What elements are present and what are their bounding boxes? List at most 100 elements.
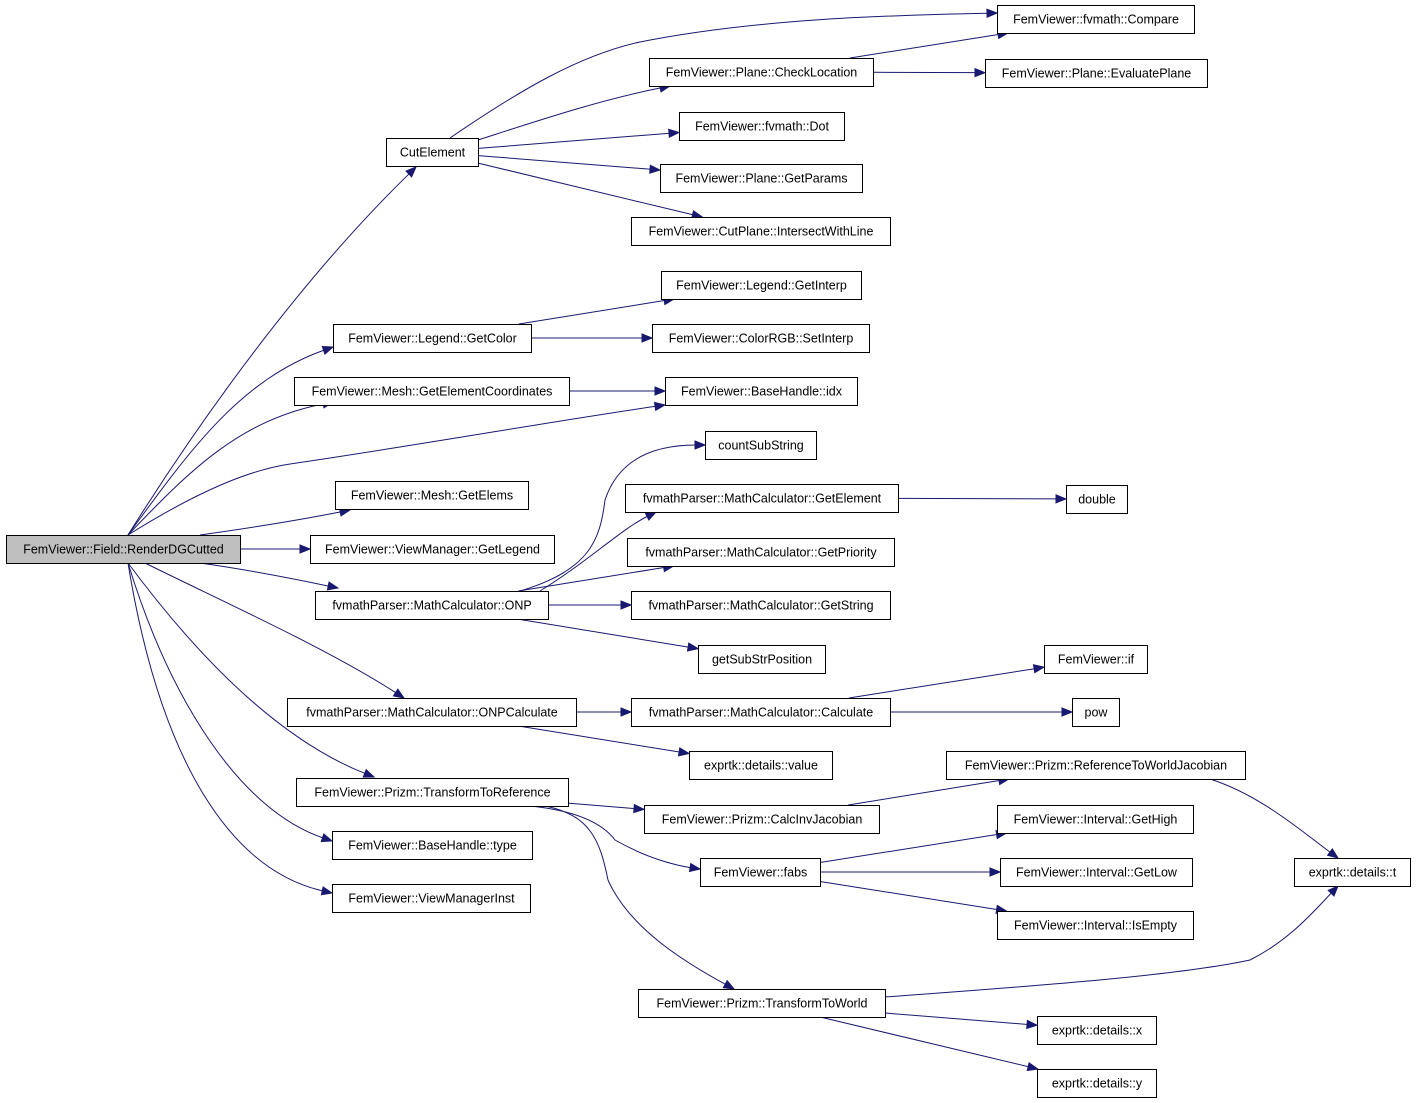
node-gleg[interactable]: FemViewer::ViewManager::GetLegend (310, 535, 555, 564)
node-box-css (705, 431, 817, 460)
edge-onpc-to-calc-arrowhead (620, 707, 633, 717)
node-label-onpc: fvmathParser::MathCalculator::ONPCalcula… (306, 706, 558, 720)
node-gcol[interactable]: FemViewer::Legend::GetColor (333, 324, 532, 353)
edge-calc-to-pow-arrowhead (1061, 707, 1074, 717)
node-box-dy (1037, 1069, 1157, 1098)
node-fabs[interactable]: FemViewer::fabs (700, 858, 821, 887)
node-dbl[interactable]: double (1066, 485, 1128, 514)
node-val[interactable]: exprtk::details::value (689, 751, 833, 780)
edge-mcge-to-dbl (897, 497, 1058, 500)
node-box-ghigh (997, 805, 1194, 834)
node-chk[interactable]: FemViewer::Plane::CheckLocation (649, 58, 874, 87)
node-gel[interactable]: FemViewer::Mesh::GetElems (335, 481, 529, 510)
edge-root-to-gcol (127, 349, 325, 536)
node-box-dx (1037, 1016, 1157, 1045)
node-box-pow (1072, 698, 1120, 727)
edge-onpc-to-val-arrowhead (677, 747, 691, 757)
edge-fabs-to-glow-arrowhead (989, 867, 1002, 877)
node-gpri[interactable]: fvmathParser::MathCalculator::GetPriorit… (627, 538, 895, 567)
node-box-gel (335, 481, 529, 510)
node-ginterp[interactable]: FemViewer::Legend::GetInterp (661, 271, 862, 300)
node-pow[interactable]: pow (1072, 698, 1120, 727)
edge-onp-to-mcge-arrowhead (644, 511, 658, 521)
edge-onp-to-gssp-arrowhead (686, 642, 700, 652)
edge-root-to-onpc-arrowhead (392, 688, 406, 699)
node-box-root (6, 535, 241, 564)
node-type[interactable]: FemViewer::BaseHandle::type (332, 831, 533, 860)
edge-onp-to-mcge (539, 515, 649, 592)
node-fif[interactable]: FemViewer::if (1044, 645, 1148, 674)
node-gec[interactable]: FemViewer::Mesh::GetElementCoordinates (294, 377, 570, 406)
edge-gec-to-idx-arrowhead (654, 386, 667, 396)
edge-root-to-onpc (144, 562, 397, 694)
node-isl[interactable]: FemViewer::CutPlane::IntersectWithLine (631, 217, 891, 246)
node-box-onpc (287, 698, 577, 727)
node-label-gleg: FemViewer::ViewManager::GetLegend (325, 543, 540, 557)
edge-ttr-to-ttw-arrowhead (722, 979, 736, 990)
node-onp[interactable]: fvmathParser::MathCalculator::ONP (315, 591, 549, 620)
node-gssp[interactable]: getSubStrPosition (698, 645, 826, 674)
node-calc[interactable]: fvmathParser::MathCalculator::Calculate (631, 698, 891, 727)
edge-root-to-ttr (127, 562, 366, 775)
node-box-vmi (332, 884, 531, 913)
node-label-ttr: FemViewer::Prizm::TransformToReference (314, 786, 550, 800)
node-onpc[interactable]: fvmathParser::MathCalculator::ONPCalcula… (287, 698, 577, 727)
node-rtwj[interactable]: FemViewer::Prizm::ReferenceToWorldJacobi… (946, 751, 1246, 780)
node-cmp[interactable]: FemViewer::fvmath::Compare (997, 5, 1195, 34)
node-sinterp[interactable]: FemViewer::ColorRGB::SetInterp (652, 324, 870, 353)
node-label-eval: FemViewer::Plane::EvaluatePlane (1002, 67, 1192, 81)
node-label-gcol: FemViewer::Legend::GetColor (348, 332, 517, 346)
node-label-dbl: double (1078, 493, 1116, 507)
node-box-isl (631, 217, 891, 246)
node-dx[interactable]: exprtk::details::x (1037, 1016, 1157, 1045)
node-box-glow (1000, 858, 1193, 887)
edge-onp-to-gssp (517, 618, 690, 648)
node-gstr[interactable]: fvmathParser::MathCalculator::GetString (631, 591, 891, 620)
node-dy[interactable]: exprtk::details::y (1037, 1069, 1157, 1098)
edge-fabs-to-ghigh (819, 833, 998, 863)
edge-chk-to-cmp (849, 33, 1000, 59)
node-box-gleg (310, 535, 555, 564)
node-box-type (332, 831, 533, 860)
edge-cij-to-rtwj (848, 779, 1001, 806)
node-det[interactable]: exprtk::details::t (1294, 858, 1411, 887)
call-nodes: FemViewer::Field::RenderDGCutted CutEleme… (6, 5, 1411, 1098)
node-mcge[interactable]: fvmathParser::MathCalculator::GetElement (625, 484, 899, 513)
node-label-cmp: FemViewer::fvmath::Compare (1013, 13, 1179, 27)
node-label-type: FemViewer::BaseHandle::type (348, 839, 517, 853)
edge-ttr-to-cij-arrowhead (633, 803, 646, 814)
edge-ttw-to-dy (819, 1016, 1030, 1068)
node-label-onp: fvmathParser::MathCalculator::ONP (332, 599, 531, 613)
node-label-cut: CutElement (400, 146, 466, 160)
node-box-fabs (700, 858, 821, 887)
node-label-root: FemViewer::Field::RenderDGCutted (23, 543, 224, 557)
edge-root-to-gec (127, 403, 325, 536)
edge-rtwj-to-det-arrowhead (1326, 847, 1340, 859)
node-ttr[interactable]: FemViewer::Prizm::TransformToReference (296, 778, 569, 807)
node-ghigh[interactable]: FemViewer::Interval::GetHigh (997, 805, 1194, 834)
node-label-ginterp: FemViewer::Legend::GetInterp (676, 279, 847, 293)
node-box-val (689, 751, 833, 780)
edge-root-to-type-arrowhead (320, 833, 334, 843)
node-cij[interactable]: FemViewer::Prizm::CalcInvJacobian (644, 805, 880, 834)
node-label-isem: FemViewer::Interval::IsEmpty (1014, 919, 1178, 933)
edge-cut-to-dot-arrowhead (668, 128, 681, 139)
node-root[interactable]: FemViewer::Field::RenderDGCutted (6, 535, 241, 564)
node-ttw[interactable]: FemViewer::Prizm::TransformToWorld (638, 989, 886, 1018)
node-box-gssp (698, 645, 826, 674)
node-eval[interactable]: FemViewer::Plane::EvaluatePlane (985, 59, 1208, 88)
node-box-dot (679, 112, 845, 141)
edge-chk-to-eval-arrowhead (974, 67, 987, 78)
node-vmi[interactable]: FemViewer::ViewManagerInst (332, 884, 531, 913)
edge-cut-to-cmp-arrowhead (986, 8, 999, 18)
node-cut[interactable]: CutElement (386, 138, 479, 167)
node-dot[interactable]: FemViewer::fvmath::Dot (679, 112, 845, 141)
node-gpar[interactable]: FemViewer::Plane::GetParams (660, 164, 863, 193)
node-label-sinterp: FemViewer::ColorRGB::SetInterp (669, 332, 854, 346)
node-css[interactable]: countSubString (705, 431, 817, 460)
node-box-idx (665, 377, 858, 406)
node-isem[interactable]: FemViewer::Interval::IsEmpty (997, 911, 1194, 940)
node-idx[interactable]: FemViewer::BaseHandle::idx (665, 377, 858, 406)
node-glow[interactable]: FemViewer::Interval::GetLow (1000, 858, 1193, 887)
edge-onpc-to-val (518, 725, 681, 753)
